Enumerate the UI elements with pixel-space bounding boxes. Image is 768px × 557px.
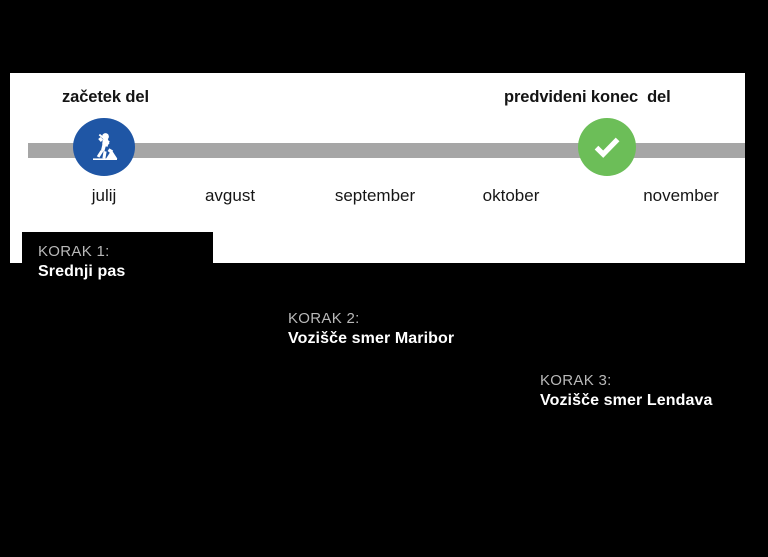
- step-1-title: Srednji pas: [38, 263, 126, 281]
- step-1-kicker: KORAK 1:: [38, 243, 110, 260]
- timeline-bar: [28, 143, 745, 158]
- step-callout-2: KORAK 2: Vozišče smer Maribor: [288, 310, 454, 349]
- timeline-panel: začetek del predvideni konec del: [10, 73, 745, 263]
- roadworks-icon: [84, 127, 124, 167]
- step-2-title: Vozišče smer Maribor: [288, 330, 455, 348]
- milestone-marker-start: [73, 118, 135, 176]
- month-label-november: november: [643, 186, 719, 205]
- month-label-julij: julij: [91, 186, 117, 205]
- milestone-label-end: predvideni konec del: [504, 88, 671, 106]
- month-label-avgust: avgust: [204, 186, 256, 205]
- milestone-marker-end: [578, 118, 636, 176]
- step-3-title: Vozišče smer Lendava: [540, 392, 713, 410]
- milestone-label-start: začetek del: [62, 88, 149, 106]
- step-callout-1: KORAK 1: Srednji pas: [38, 243, 125, 282]
- check-circle-icon: [589, 129, 625, 165]
- step-callout-3: KORAK 3: Vozišče smer Lendava: [540, 372, 712, 411]
- month-label-september: september: [334, 186, 416, 205]
- step-3-kicker: KORAK 3:: [540, 372, 612, 389]
- month-label-oktober: oktober: [482, 186, 540, 205]
- step-1-backdrop: [22, 232, 213, 263]
- step-2-kicker: KORAK 2:: [288, 310, 360, 327]
